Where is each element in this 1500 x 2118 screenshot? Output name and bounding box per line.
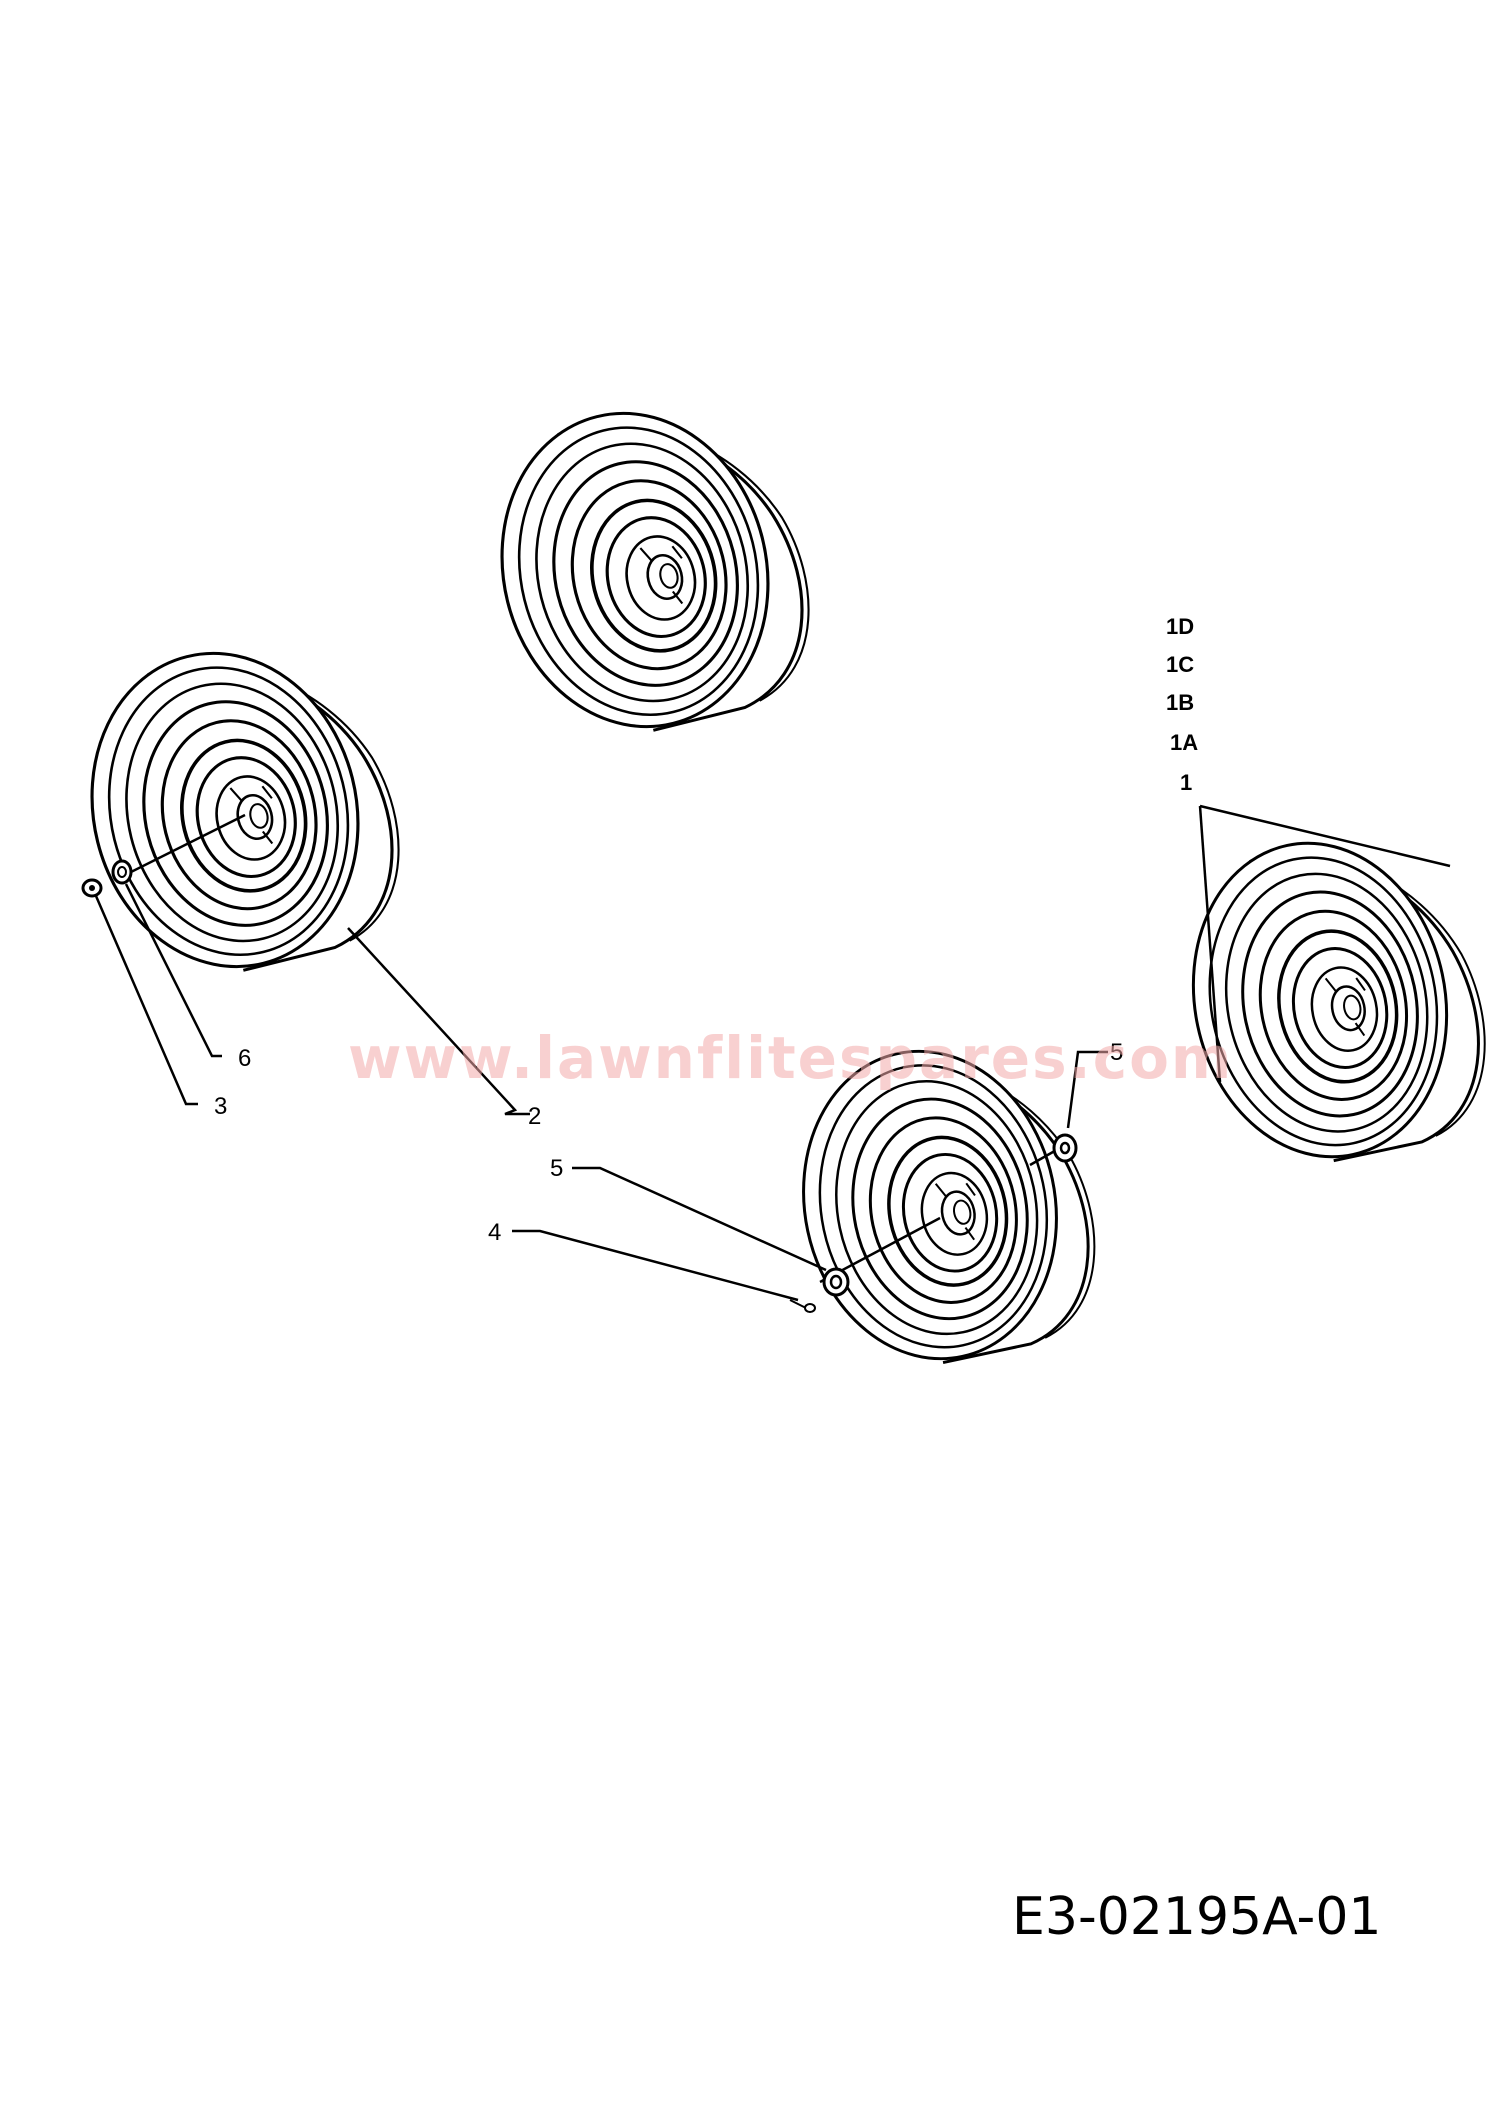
- callout-1: 1: [1180, 770, 1192, 795]
- callout-5-left: 5: [550, 1155, 563, 1182]
- pin-part-4: [789, 1299, 816, 1313]
- drawing-number: E3-02195A-01: [1012, 1887, 1381, 1947]
- callout-1D: 1D: [1166, 614, 1194, 639]
- callout-2: 2: [528, 1103, 541, 1130]
- callout-1A: 1A: [1170, 730, 1198, 755]
- watermark: www.lawnflitespares.com: [348, 1024, 1233, 1092]
- callout-5-right: 5: [1110, 1039, 1123, 1066]
- callout-1B: 1B: [1166, 690, 1194, 715]
- callout-3: 3: [214, 1093, 227, 1120]
- callout-6: 6: [238, 1045, 251, 1072]
- washer-part-5-right: [1052, 1133, 1078, 1163]
- washer-part-6: [111, 859, 133, 885]
- washer-part-5-left: [822, 1267, 850, 1297]
- callout-4: 4: [488, 1219, 501, 1246]
- leader-lines: [94, 804, 1451, 1302]
- nut-part-3: [81, 878, 103, 898]
- callout-1C: 1C: [1166, 652, 1194, 677]
- axle-left: [124, 813, 246, 877]
- wheel-assembly-top: [467, 375, 835, 759]
